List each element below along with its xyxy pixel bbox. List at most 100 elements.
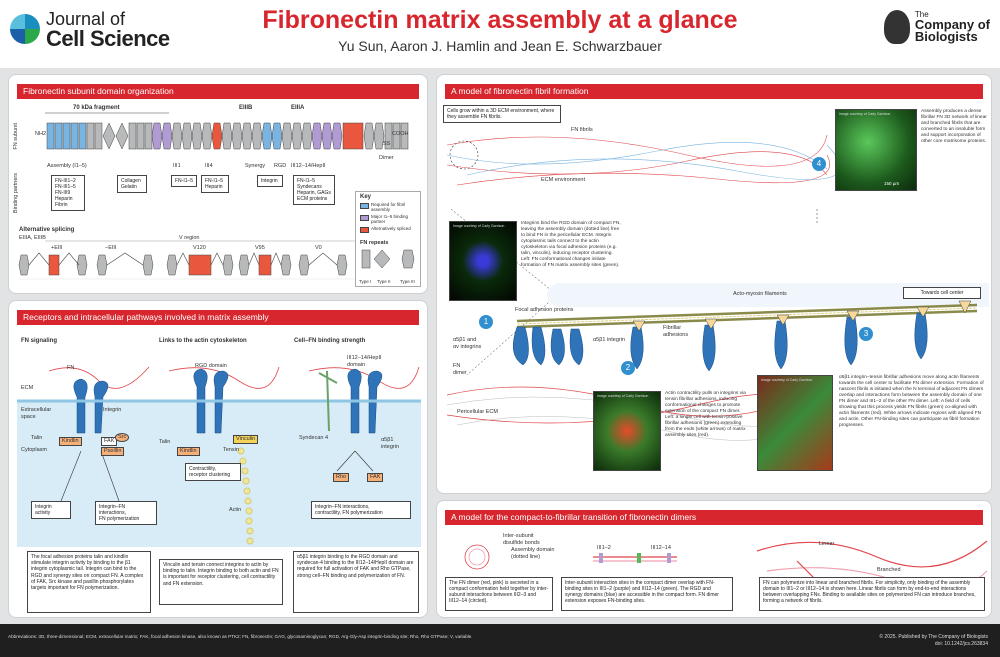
kindlin2-label: Kindlin	[177, 447, 200, 456]
fn-poly-box: Integrin–FN interactions, contractility,…	[311, 501, 411, 519]
fn-domain	[102, 122, 116, 150]
fn-domain	[62, 122, 71, 150]
panel-domain-organization: Fibronectin subunit domain organization …	[8, 74, 428, 294]
fn-domain	[191, 122, 203, 150]
cytoplasm-label: Cytoplasm	[21, 447, 47, 453]
type3-label: Type III	[400, 279, 415, 284]
panel-fibril-formation: A model of fibronectin fibril formation …	[436, 74, 992, 494]
cooh-label: COOH	[392, 131, 409, 137]
key-title: Key	[360, 194, 372, 200]
kindlin-label: Kindlin	[59, 437, 82, 446]
v-region-label: V region	[179, 235, 200, 241]
fn-domain	[70, 122, 79, 150]
binding-partners-collagen: Collagen Gelatin	[117, 175, 147, 193]
fn-domain	[271, 122, 283, 150]
fn-domain	[94, 122, 103, 150]
fn-network-credit: Image courtesy of Carly Garrison	[839, 112, 891, 116]
binding-partners-iii1: FN-I1–5	[171, 175, 197, 187]
plus-eiii-label: +EIII	[51, 245, 63, 251]
src-label: Src	[115, 433, 130, 442]
towards-center-label: Towards cell center	[903, 287, 981, 299]
journal-name-line2: Cell Science	[46, 26, 170, 51]
fn-domain	[86, 122, 95, 150]
description-compact-dimer: The FN dimer (red, pink) is secreted in …	[445, 577, 553, 611]
fn-domain	[241, 122, 253, 150]
step-2-marker: 2	[621, 361, 635, 375]
fn-domain	[78, 122, 87, 150]
iii1-label: III1	[173, 163, 181, 169]
ecm-label: ECM	[21, 385, 34, 391]
panel-compact-to-fibrillar: A model for the compact-to-fibrillar tra…	[436, 500, 992, 618]
fn-domain	[392, 122, 401, 150]
fn-domain	[251, 122, 263, 150]
key-spliced: Alternatively spliced	[371, 226, 411, 231]
integrin-label: Integrin	[103, 407, 122, 413]
linear-label: Linear	[819, 541, 835, 547]
fn-repeats-title: FN repeats	[360, 240, 389, 246]
fak-label: FAK	[101, 437, 118, 446]
type2-label: Type II	[377, 279, 391, 284]
fn-dimer-label: FN dimer	[453, 363, 467, 376]
panel-receptors: Receptors and intracellular pathways inv…	[8, 300, 428, 618]
integrin-activity-box: Integrin activity	[31, 501, 71, 519]
splicing-diagram	[18, 252, 348, 276]
fn-domain	[331, 122, 343, 150]
fn-domain	[291, 122, 303, 150]
fn-domain	[384, 122, 393, 150]
journal-name-line1: Journal of	[46, 9, 126, 29]
fn-domain	[221, 122, 233, 150]
dimer-label: Dimer	[379, 155, 394, 161]
fn-domain	[136, 122, 145, 150]
fn-domain	[144, 122, 153, 150]
minus-eiii-label: −EIII	[105, 245, 117, 251]
v95-label: V95	[255, 245, 265, 251]
fn-domain	[211, 122, 223, 150]
fn-interactions-box: Integrin–FN interactions, FN polymerizat…	[95, 501, 157, 525]
vinculin-label: Vinculin	[233, 435, 259, 444]
assembly-label: Assembly (I1–5)	[47, 163, 87, 169]
col-binding-strength: Cell–FN binding strength	[294, 338, 366, 344]
rho-label: Rho	[333, 473, 350, 482]
copyright: © 2025. Published by The Company of Biol…	[879, 634, 988, 640]
header: Journal of Cell Science Fibronectin matr…	[0, 0, 1000, 68]
fn-domain	[161, 122, 173, 150]
ss-label: SS	[383, 141, 391, 147]
type1-label: Type I	[359, 279, 372, 284]
fn-domain	[373, 122, 385, 150]
key-box: Key Required for fibril assembly Major I…	[355, 191, 421, 287]
step4-text: Assembly produces a dense fibrillar FN 3…	[921, 109, 987, 144]
alt-splicing-title: Alternative splicing	[19, 227, 75, 233]
eiiib-label: EIIIB	[239, 105, 253, 111]
publisher-line1: The	[914, 10, 929, 19]
doi: doi: 10.1242/jcs.263834	[934, 641, 988, 647]
fn-domain	[46, 122, 55, 150]
rgd-domain-label: RGD domain	[195, 363, 227, 369]
paxillin-label: Paxillin	[101, 447, 125, 456]
binding-partners-hepii: FN-I1–5 Syndecans Heparin, GAGs ECM prot…	[293, 175, 335, 205]
matrix-assembly-image: Image courtesy of Carly Garrison	[449, 221, 517, 301]
rgd-label: RGD	[274, 163, 287, 169]
description-binding-strength: α5β1 integrin binding to the RGD domain …	[293, 551, 419, 613]
extracellular-label: Extracellular space	[21, 407, 52, 420]
syndecan-label: Syndecan 4	[299, 435, 329, 441]
a5b1-integrin-label: α5β1 integrin	[593, 337, 626, 343]
repeat-types-icons	[361, 249, 415, 269]
fn-domain	[115, 122, 129, 150]
ecm-environment-label: ECM environment	[541, 177, 586, 183]
fak2-label: FAK	[367, 473, 384, 482]
panel-domain-organization-title: Fibronectin subunit domain organization	[17, 84, 419, 99]
description-actin-links: Vinculin and tensin connect integrins to…	[159, 559, 283, 605]
fibrillar-adhesion-credit: Image courtesy of Carly Garrison	[597, 394, 649, 398]
eiiia-label: EIIIA	[291, 105, 305, 111]
fn-domain	[363, 122, 375, 150]
eiiia-eiiib-label: EIIIA, EIIIB	[19, 235, 46, 241]
fibril-diagram	[446, 134, 989, 441]
fn-domain	[342, 122, 364, 150]
fn-subunit-label: FN subunit	[13, 123, 19, 150]
fn-domain	[321, 122, 333, 150]
synergy-label: Synergy	[245, 163, 266, 169]
binding-partners-iii4: FN-I1–5 Heparin	[201, 175, 229, 193]
iii12-14-label: III12–14	[651, 545, 671, 551]
footer: Abbreviations: 3D, three-dimensional; EC…	[0, 624, 1000, 657]
